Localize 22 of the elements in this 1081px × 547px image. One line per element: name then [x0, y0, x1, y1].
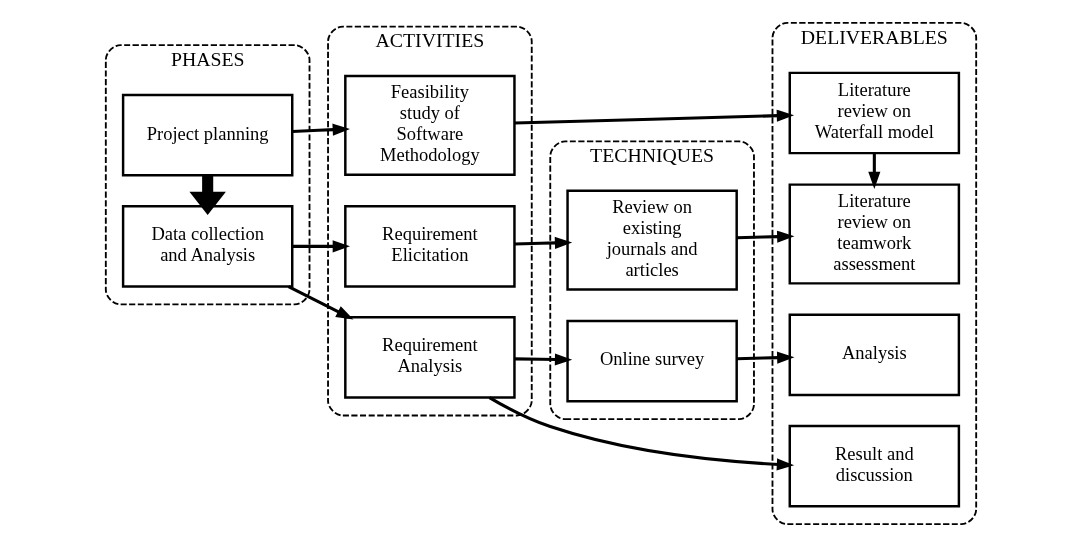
- arrow: [291, 240, 350, 253]
- arrow: [287, 285, 353, 320]
- node-box: Requirement Analysis: [343, 316, 516, 399]
- arrow: [514, 109, 794, 125]
- node-box: Review on existing journals and articles: [565, 189, 738, 291]
- arrow: [188, 175, 226, 215]
- arrow: [513, 236, 572, 249]
- node-box: Project planning: [121, 93, 293, 177]
- node-box: Online survey: [565, 319, 738, 403]
- arrow: [291, 123, 350, 136]
- node-box: Result and discussion: [788, 424, 960, 508]
- arrow: [867, 153, 880, 190]
- node-box: Data collection and Analysis: [121, 205, 293, 288]
- node-box: Feasibility study of Software Methodology: [343, 74, 516, 176]
- node-box: Literature review on teamwork assessment: [788, 183, 960, 285]
- node-box: Literature review on Waterfall model: [788, 71, 960, 155]
- arrow: [736, 230, 794, 243]
- arrow: [514, 353, 572, 366]
- node-box: Analysis: [788, 313, 960, 397]
- arrow: [488, 396, 794, 471]
- arrow: [736, 351, 794, 364]
- node-box: Requirement Elicitation: [343, 205, 516, 288]
